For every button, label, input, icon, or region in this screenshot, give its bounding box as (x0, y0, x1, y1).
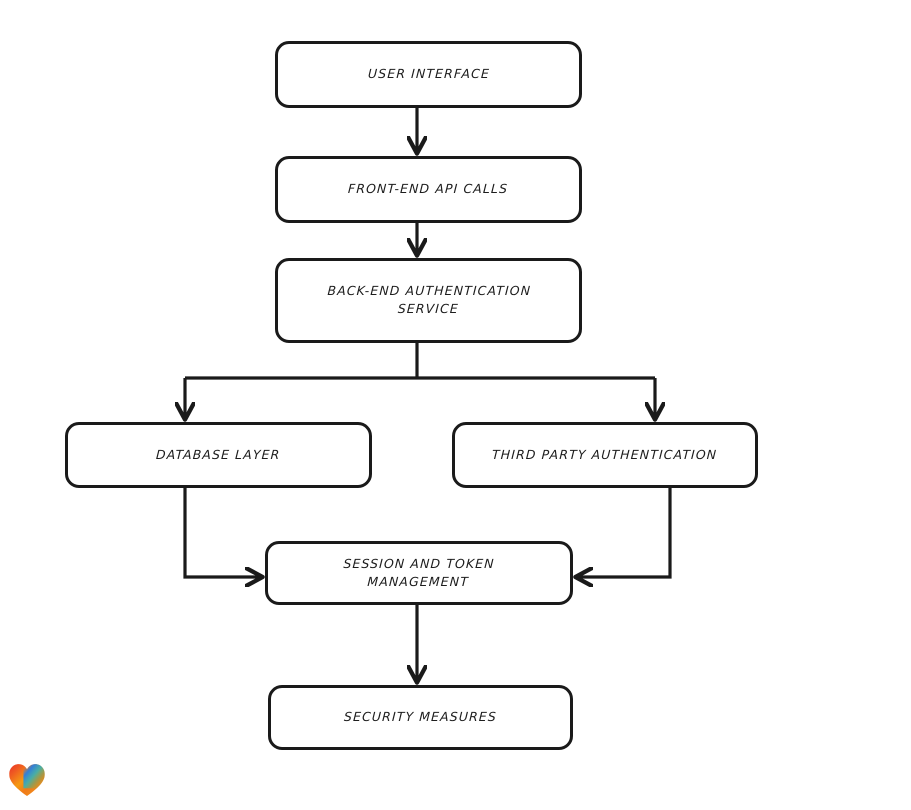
edge-thirdparty-to-session (577, 488, 672, 577)
node-backend-authentication-service[interactable]: Back-End Authentication Service (275, 258, 582, 343)
node-database-layer[interactable]: Database Layer (65, 422, 372, 488)
node-label: Third Party Authentication (492, 446, 719, 462)
node-label: Security Measures (343, 709, 498, 725)
node-label: Front-End API Calls (348, 181, 509, 197)
heart-icon[interactable] (8, 762, 46, 798)
node-third-party-authentication[interactable]: Third Party Authentication (452, 422, 758, 488)
node-session-and-token-management[interactable]: Session and Token Management (265, 541, 573, 605)
node-label: Session and Token Management (343, 555, 496, 589)
node-label: Database Layer (155, 446, 282, 462)
node-user-interface[interactable]: User Interface (275, 41, 582, 108)
edge-database-to-session (183, 488, 261, 577)
node-frontend-api-calls[interactable]: Front-End API Calls (275, 156, 582, 223)
node-label: Back-End Authentication Service (326, 283, 532, 317)
node-security-measures[interactable]: Security Measures (268, 685, 573, 750)
node-label: User Interface (367, 66, 490, 82)
